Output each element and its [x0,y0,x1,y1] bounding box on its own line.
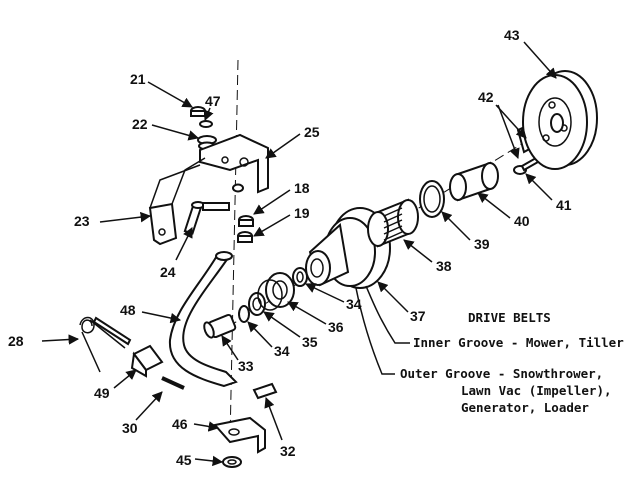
part-21-nut [190,106,206,117]
callout-labels: 21 47 22 25 18 19 23 24 43 42 41 40 39 3… [8,27,572,468]
callout-32: 32 [280,443,296,459]
callout-40: 40 [514,213,530,229]
part-47-washer [199,120,213,128]
callout-28: 28 [8,333,24,349]
part-34-washer-lower [238,305,250,323]
part-40-sleeve [449,161,499,202]
part-48-curved-arm [168,251,238,388]
part-33-bushing [203,313,237,339]
part-38-needle-bearing [367,198,419,248]
part-25-bracket [199,133,269,194]
part-45-nut [222,456,242,468]
part-49-clip [130,344,164,378]
callout-25: 25 [304,124,320,140]
part-32-cotter [252,382,278,400]
part-46-bracket [213,416,266,454]
callout-19: 19 [294,205,310,221]
part-43-large-pulley [522,70,598,170]
callout-48: 48 [120,302,136,318]
callout-24: 24 [160,264,176,280]
callout-46: 46 [172,416,188,432]
callout-18: 18 [294,180,310,196]
callout-30: 30 [122,420,138,436]
part-bolt-mid [202,183,244,211]
callout-36: 36 [328,319,344,335]
callout-34-lower: 34 [274,343,290,359]
callout-23: 23 [74,213,90,229]
part-24-bolt [183,201,205,235]
drive-belts-caption: DRIVE BELTS Inner Groove - Mower, Tiller… [400,310,624,415]
drive-belts-heading: DRIVE BELTS [468,310,551,325]
callout-42: 42 [478,89,494,105]
part-28-spring [79,316,132,373]
callout-39: 39 [474,236,490,252]
part-35-washer [248,292,266,316]
callout-49: 49 [94,385,110,401]
callout-41: 41 [556,197,572,213]
callout-34-upper: 34 [346,296,362,312]
callout-47: 47 [205,93,221,109]
callout-43: 43 [504,27,520,43]
callout-33: 33 [238,358,254,374]
part-34-washer-upper [292,267,308,287]
outer-groove-label-3: Generator, Loader [461,400,589,415]
outer-groove-label: Outer Groove - Snowthrower, [400,366,603,381]
callout-38: 38 [436,258,452,274]
part-41-bolt [513,156,540,175]
callout-22: 22 [132,116,148,132]
part-18-nut [238,215,254,227]
callout-37: 37 [410,308,426,324]
part-23-lever-bracket [148,157,206,246]
part-39-ring [419,180,445,218]
part-19-nut [237,231,253,243]
callout-35: 35 [302,334,318,350]
part-30-pin [161,376,185,390]
outer-groove-label-2: Lawn Vac (Impeller), [461,383,612,398]
part-36-bearing [257,272,295,311]
callout-45: 45 [176,452,192,468]
inner-groove-label: Inner Groove - Mower, Tiller [413,335,624,350]
callout-21: 21 [130,71,146,87]
